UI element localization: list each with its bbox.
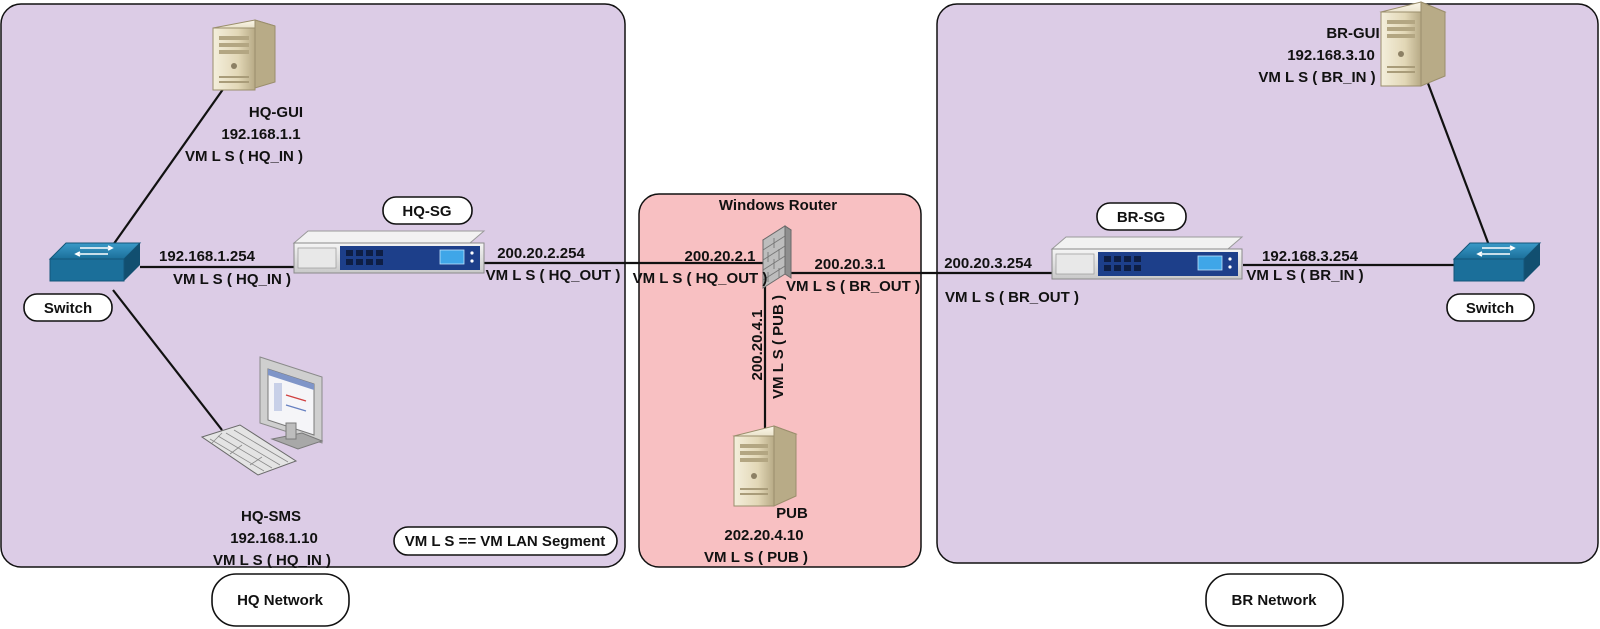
br-gui-server-icon	[1379, 1, 1447, 87]
hq-sg-out-segment: VM L S ( HQ_OUT )	[486, 267, 621, 284]
hq-sg-label-pill	[382, 196, 473, 225]
firewall-icon	[762, 225, 792, 289]
br-network-label: BR Network	[1231, 592, 1317, 609]
pub-ip: 202.20.4.10	[724, 527, 803, 544]
hq-gui-server-icon	[212, 19, 276, 91]
hq-sms-workstation-icon	[200, 356, 324, 476]
router-hq-ip: 200.20.2.1	[685, 248, 756, 265]
hq-switch-label-pill	[23, 293, 113, 322]
br-gui-ip: 192.168.3.10	[1287, 47, 1375, 64]
hq-sg-in-ip: 192.168.1.254	[159, 248, 256, 265]
hq-gui-segment: VM L S ( HQ_IN )	[185, 148, 303, 165]
br-sg-label-pill	[1096, 202, 1187, 231]
hq-network-label: HQ Network	[237, 592, 324, 609]
hq-gui-ip: 192.168.1.1	[221, 126, 300, 143]
router-pub-segment: VM L S ( PUB )	[770, 295, 787, 399]
link-br-switch-gui	[1424, 77, 1492, 249]
router-br-segment: VM L S ( BR_OUT )	[786, 278, 920, 295]
hq-sg-out-ip: 200.20.2.254	[497, 245, 585, 262]
hq-sms-segment: VM L S ( HQ_IN )	[213, 552, 331, 569]
br-sg-in-ip: 192.168.3.254	[1262, 248, 1359, 265]
br-gui-name: BR-GUI	[1326, 25, 1379, 42]
link-hq-switch-gui	[112, 84, 227, 246]
pub-segment: VM L S ( PUB )	[704, 549, 808, 566]
br-network-pill	[1205, 573, 1344, 627]
legend-text: VM L S == VM LAN Segment	[405, 533, 606, 550]
br-sg-name: BR-SG	[1117, 209, 1165, 226]
link-hq-switch-sms	[112, 289, 223, 431]
hq-zone	[0, 3, 626, 568]
pub-server-icon	[732, 425, 798, 507]
br-sg-out-ip: 200.20.3.254	[944, 255, 1032, 272]
pub-name: PUB	[776, 505, 808, 522]
router-zone	[638, 193, 922, 568]
br-gui-segment: VM L S ( BR_IN )	[1258, 69, 1375, 86]
legend-pill	[393, 526, 618, 556]
br-sg-in-segment: VM L S ( BR_IN )	[1246, 267, 1363, 284]
router-br-ip: 200.20.3.1	[815, 256, 886, 273]
br-sg-appliance-icon	[1050, 236, 1244, 280]
hq-gui-name: HQ-GUI	[249, 104, 303, 121]
br-switch-name: Switch	[1466, 300, 1514, 317]
hq-network-pill	[211, 573, 350, 627]
br-sg-out-segment: VM L S ( BR_OUT )	[945, 289, 1079, 306]
hq-sg-in-segment: VM L S ( HQ_IN )	[173, 271, 291, 288]
hq-sms-ip: 192.168.1.10	[230, 530, 318, 547]
hq-switch-icon	[48, 242, 142, 282]
br-zone	[936, 3, 1599, 564]
links	[112, 77, 1492, 435]
hq-sms-name: HQ-SMS	[241, 508, 301, 525]
router-hq-segment: VM L S ( HQ_OUT )	[633, 270, 768, 287]
br-switch-label-pill	[1446, 293, 1535, 322]
router-pub-ip: 200.20.4.1	[749, 310, 766, 381]
hq-sg-appliance-icon	[292, 230, 486, 274]
hq-sg-name: HQ-SG	[402, 203, 451, 220]
router-title: Windows Router	[719, 197, 837, 214]
hq-switch-name: Switch	[44, 300, 92, 317]
br-switch-icon	[1452, 242, 1542, 282]
